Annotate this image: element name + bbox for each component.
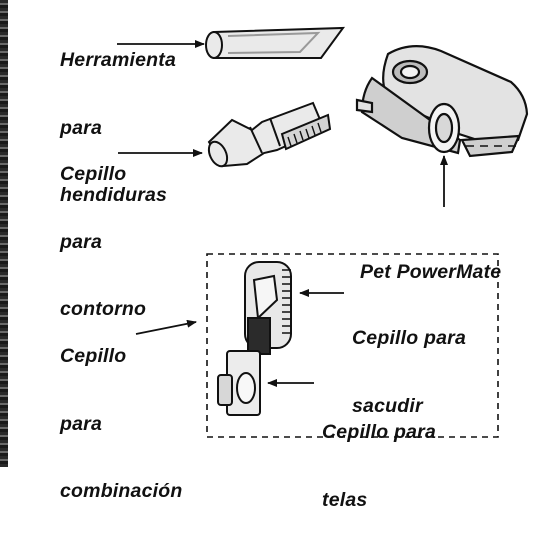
label-line: Herramienta (60, 49, 177, 71)
label-line: combinación (60, 480, 183, 502)
label-combination-brush: Cepillo para combinación (60, 300, 182, 548)
label-line: Cepillo (60, 163, 127, 185)
label-line: Cepillo para (352, 327, 467, 349)
label-line: telas (322, 488, 368, 511)
parts-diagram: Herramienta para hendiduras Cepillo para… (0, 0, 529, 511)
label-crevice-tool: Herramienta para hendiduras (60, 4, 176, 252)
label-contour-brush: Cepillo para contorno (60, 118, 146, 366)
label-line: hendiduras (60, 184, 168, 206)
callout-arrows (117, 40, 448, 387)
crevice-tool-icon (205, 26, 346, 59)
label-line: Cepillo (60, 345, 127, 367)
label-upholstery-brush: Cepillo para telas (322, 376, 436, 556)
label-dusting-brush: Cepillo para sacudir (352, 282, 466, 462)
illustration-canvas (117, 26, 529, 438)
label-line: Pet PowerMate (360, 261, 502, 283)
label-line: sacudir (352, 394, 423, 417)
combination-brush-group-box (206, 253, 499, 438)
combination-brush-icon (217, 261, 292, 416)
arrow-combination-brush (135, 319, 197, 335)
left-border-rule (0, 0, 8, 467)
pet-powermate-icon (355, 45, 529, 158)
label-line: para (60, 412, 102, 435)
label-line: para (60, 116, 102, 139)
label-line: para (60, 230, 102, 253)
label-pet-powermate: Pet PowerMate (360, 216, 501, 329)
label-line: Cepillo para (322, 421, 437, 443)
label-line: contorno (60, 298, 147, 320)
dusting-brush-icon (207, 101, 332, 168)
